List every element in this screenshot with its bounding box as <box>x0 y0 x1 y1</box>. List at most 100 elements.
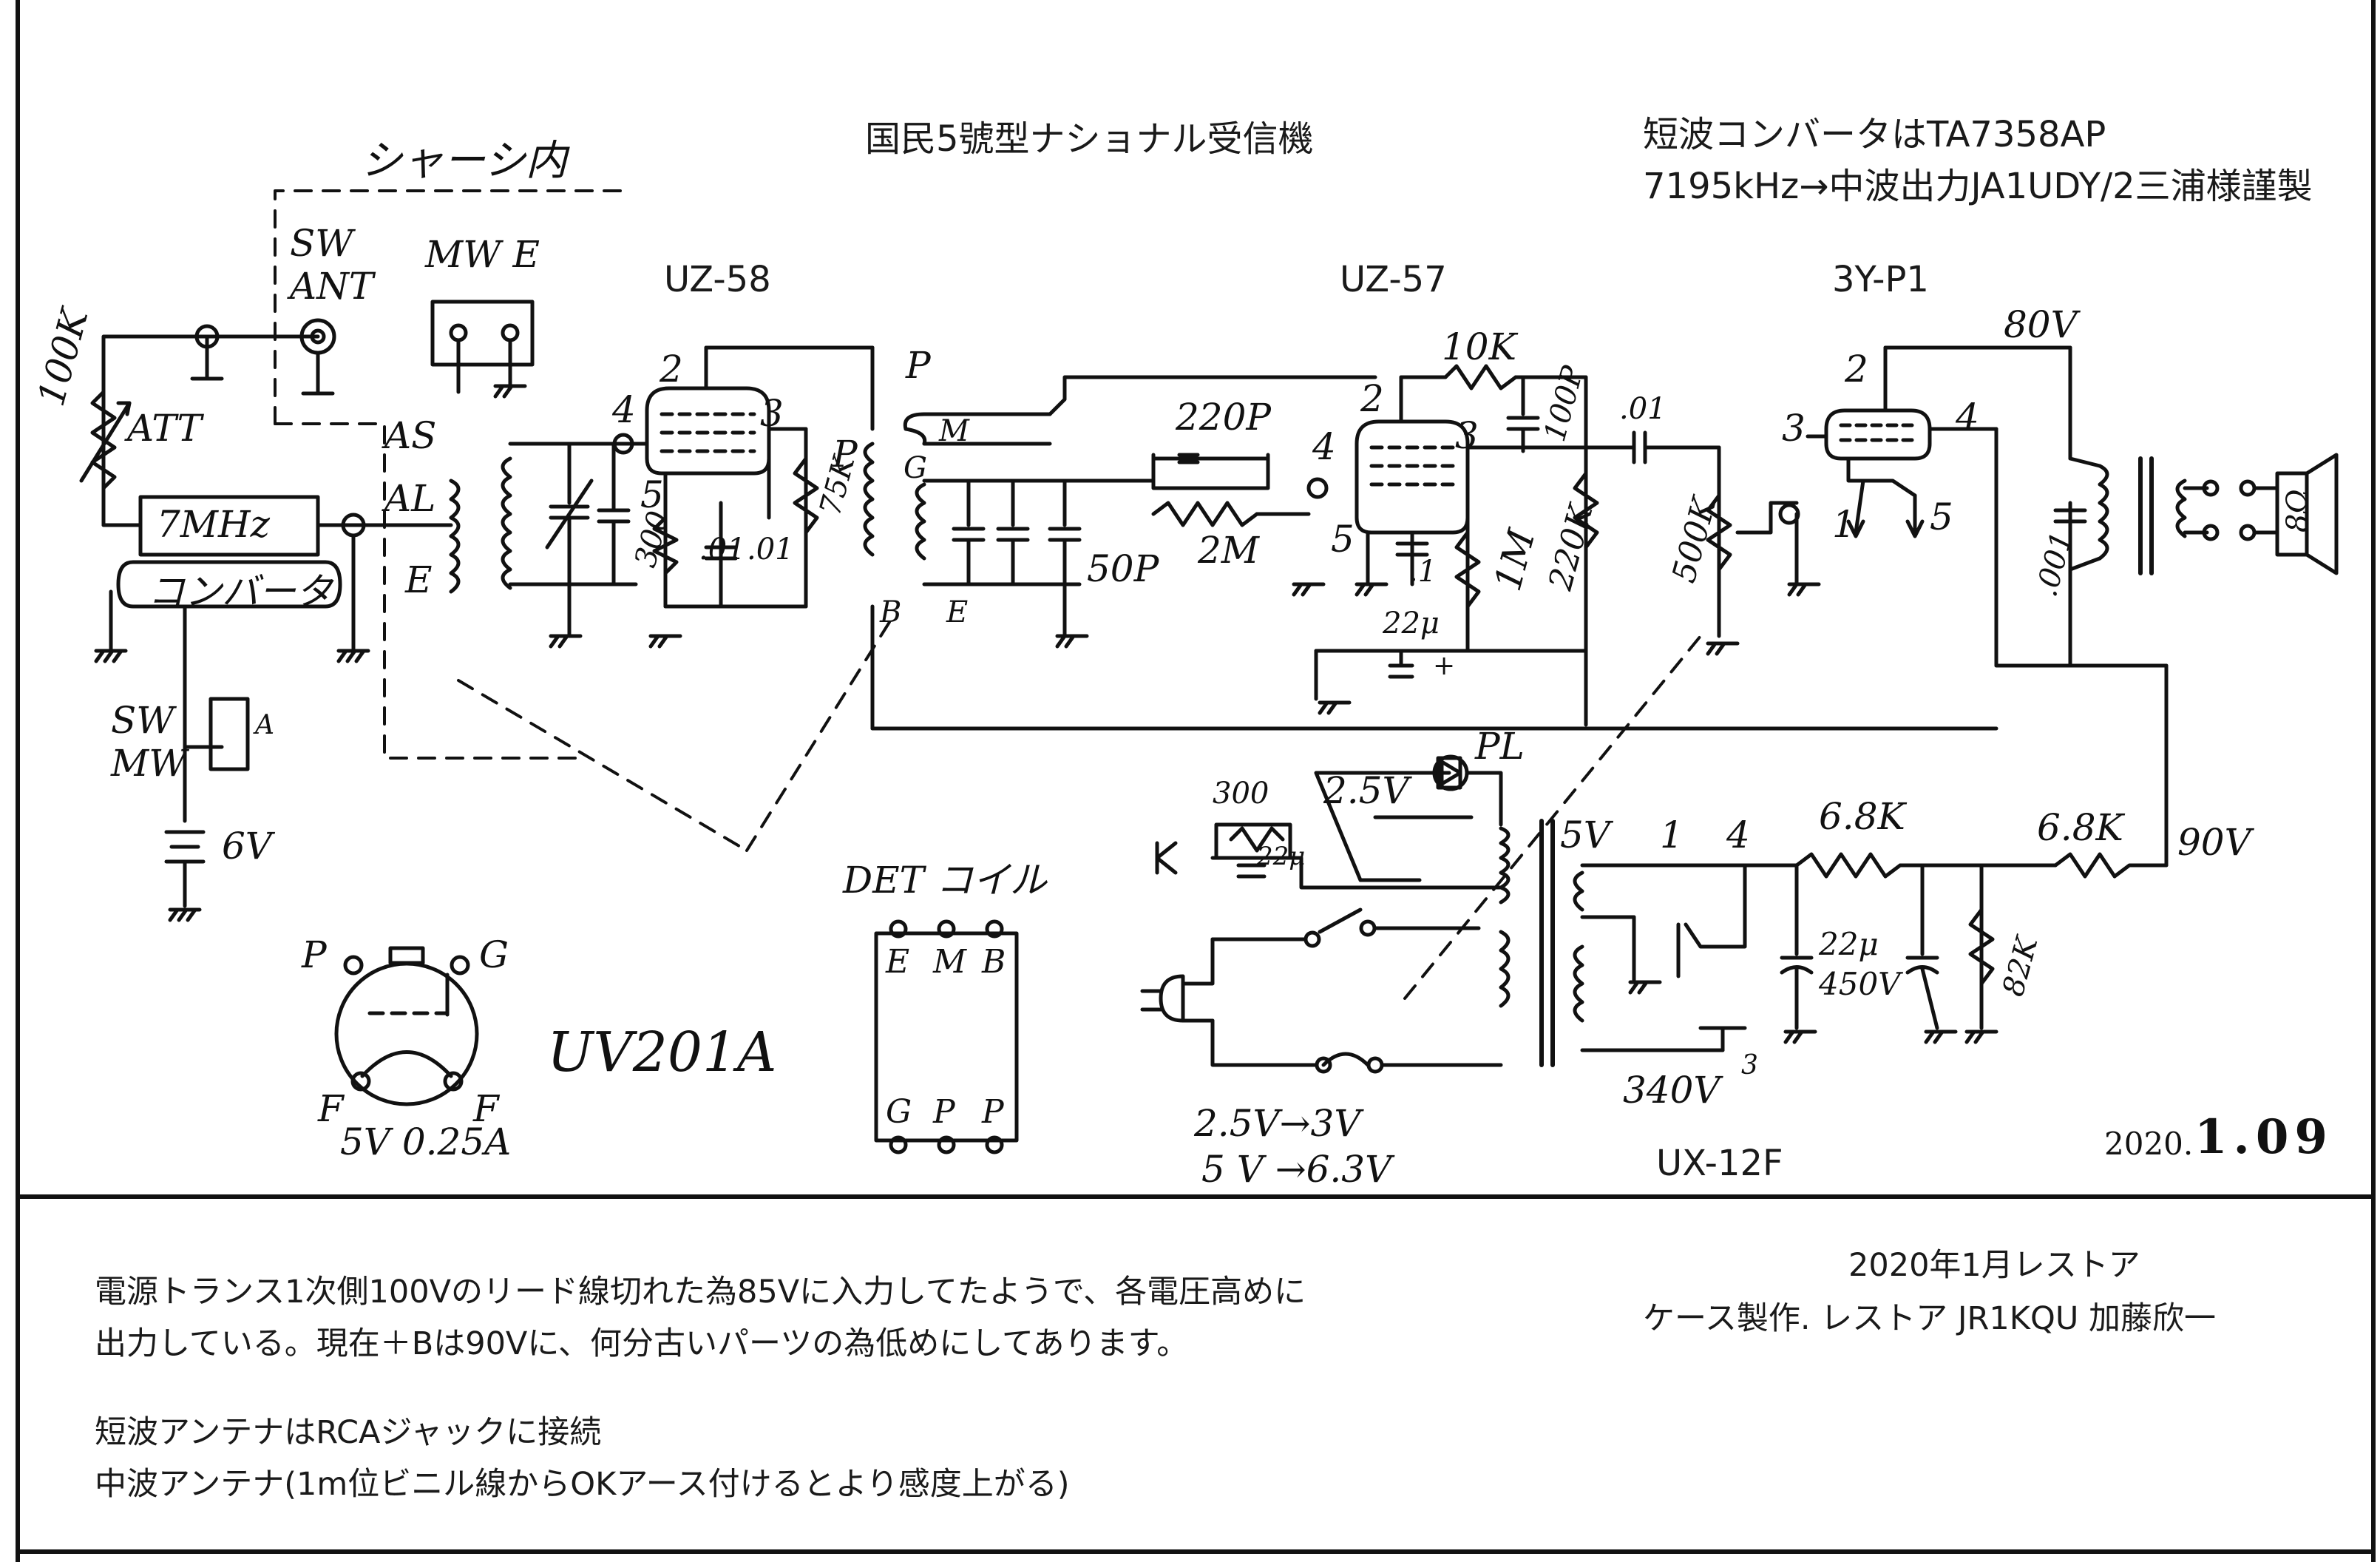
note-line-3: 短波アンテナはRCAジャックに接続 <box>95 1414 602 1451</box>
date-year: 2020. <box>2104 1126 2194 1162</box>
uz58-pin2: 2 <box>660 348 683 390</box>
uz58-pin5: 5 <box>640 473 664 516</box>
transformer-pin1: 1 <box>1660 814 1684 856</box>
chassis-label: シャーシ内 <box>361 137 567 185</box>
3yp1-pin2: 2 <box>1845 348 1868 390</box>
v340-label: 340V <box>1623 1069 1720 1112</box>
sw-ant-label: SW ANT <box>290 222 374 308</box>
r68k-label-1: 6.8K <box>1819 795 1905 838</box>
r10k-label: 10K <box>1442 325 1516 368</box>
uv201a-pin-f1: F <box>318 1087 344 1130</box>
c22u2-label: 22μ <box>1257 842 1306 871</box>
det-coil-label: DET コイル <box>843 859 1047 902</box>
c22u-label: 22μ <box>1383 606 1440 640</box>
tube-label-ux12f: UX-12F <box>1656 1143 1783 1184</box>
pl-label: PL <box>1475 725 1525 768</box>
uv201a-pin-f2: F <box>473 1087 499 1130</box>
note-line-2: 出力している。現在＋Bは90Vに、何分古いパーツの為低めにしてあります。 <box>95 1325 1189 1362</box>
restore-line-1: 2020年1月レストア <box>1848 1247 2140 1284</box>
3yp1-pin3: 3 <box>1782 407 1806 450</box>
transformer-pin4: 4 <box>1726 814 1750 856</box>
v5-label: 5V <box>1560 814 1610 856</box>
3yp1-pin1: 1 <box>1832 503 1856 546</box>
uv201a-label: UV201A <box>547 1021 777 1084</box>
uz57-pin5: 5 <box>1331 518 1355 561</box>
coil-al-label: AL <box>384 477 436 520</box>
note-line-1: 電源トランス1次側100Vのリード線切れた為85Vに入力してたようで、各電圧高め… <box>95 1274 1306 1311</box>
date-month-day: 1.09 <box>2194 1109 2333 1165</box>
c01-label-c: .01 <box>1619 392 1667 426</box>
uv201a-socket <box>334 946 479 1106</box>
det-pin-p1: P <box>933 1093 955 1131</box>
c01-label-a: .01 <box>699 532 746 567</box>
uz58-pin4: 4 <box>612 388 636 431</box>
det-pin-m: M <box>933 943 967 981</box>
input-section <box>79 300 535 908</box>
uv201a-rating: 5V 0.25A <box>340 1120 512 1163</box>
c50p-label: 50P <box>1087 547 1159 590</box>
coil-e2-label: E <box>946 595 969 629</box>
uz57-pin4: 4 <box>1312 425 1336 468</box>
b-plus-bus <box>870 663 2169 868</box>
switch-a-label: A <box>255 710 274 740</box>
det-coil <box>863 375 1377 731</box>
sw-mw-label: SW MW <box>111 699 187 785</box>
battery-label: 6V <box>222 825 272 868</box>
uz58-pin3: 3 <box>760 392 784 435</box>
schematic-title: 国民5號型ナショナル受信機 <box>865 118 1314 160</box>
v340-pin3: 3 <box>1741 1050 1758 1081</box>
converter-note-line2: 7195kHz→中波出力JA1UDY/2三浦様謹製 <box>1643 166 2313 207</box>
coil-p-label-left: P <box>833 433 858 476</box>
mw-e-label: MW E <box>425 233 540 276</box>
c22u-plus: + <box>1433 651 1456 681</box>
tube-label-uz57: UZ-57 <box>1340 259 1447 300</box>
speaker-label: 8Ω <box>2281 489 2315 532</box>
v25-label: 2.5V <box>1323 769 1409 812</box>
power-supply <box>1140 754 2169 1074</box>
uv201a-pin-g: G <box>479 933 509 976</box>
converter-word-label: コンバータ <box>148 570 333 613</box>
uv201a-pin-p: P <box>302 933 327 976</box>
det-coil-box <box>874 919 1019 1154</box>
det-pin-g: G <box>886 1093 912 1131</box>
uz57-tube <box>1151 364 1599 727</box>
att-label: ATT <box>127 407 203 450</box>
antenna-coil <box>449 442 649 638</box>
uz58-tube <box>612 345 875 609</box>
note-line-4: 中波アンテナ(1m位ビニル線からOKアース付けるとより感度上がる) <box>95 1466 1070 1503</box>
det-pin-p2: P <box>982 1093 1004 1131</box>
3yp1-pin5: 5 <box>1930 496 1953 538</box>
uz57-pin2: 2 <box>1360 377 1384 420</box>
restore-line-2: ケース製作. レストア JR1KQU 加藤欣一 <box>1643 1300 2216 1337</box>
3yp1-pin4: 4 <box>1956 396 1979 439</box>
converter-note-line1: 短波コンバータはTA7358AP <box>1643 114 2106 155</box>
voltage-change-1: 2.5V→3V <box>1194 1102 1361 1145</box>
r2m-label: 2M <box>1198 529 1260 572</box>
uz57-pin3: 3 <box>1455 414 1479 457</box>
det-pin-e: E <box>886 943 910 981</box>
coil-as-label: AS <box>384 414 437 457</box>
coil-p-label: P <box>906 344 931 387</box>
tube-label-3yp1: 3Y-P1 <box>1832 259 1929 300</box>
det-pin-b: B <box>982 943 1006 981</box>
page-frame <box>16 0 2376 1562</box>
coil-m-label: M <box>939 414 969 448</box>
voltage-change-2: 5 V →6.3V <box>1201 1148 1392 1191</box>
r68k-label-2: 6.8K <box>2037 806 2123 849</box>
tube-label-uz58: UZ-58 <box>664 259 771 300</box>
coil-g-label: G <box>903 451 927 485</box>
c220p-label: 220P <box>1176 396 1272 439</box>
output-stage <box>1584 345 2339 668</box>
coil-e-label: E <box>405 558 433 601</box>
r300b-label: 300 <box>1213 777 1269 811</box>
converter-freq-label: 7MHz <box>157 503 270 546</box>
chassis-boundary <box>274 189 1702 1000</box>
coil-b-label: B <box>880 595 902 629</box>
c01-label-57: .1 <box>1408 555 1437 589</box>
c01-label-b: .01 <box>747 532 794 567</box>
v90-label: 90V <box>2177 821 2251 864</box>
v80-label: 80V <box>2004 303 2078 346</box>
ground-symbols <box>94 384 1998 1044</box>
